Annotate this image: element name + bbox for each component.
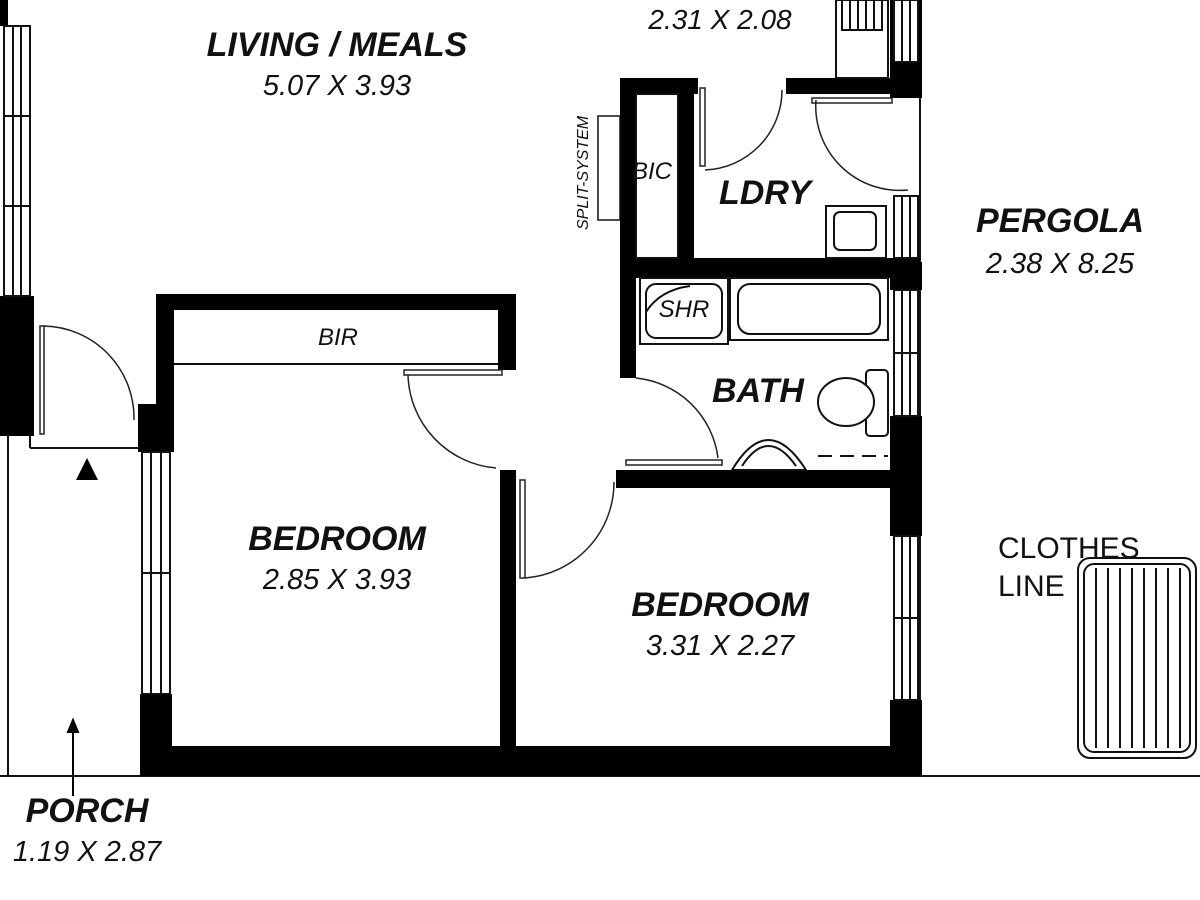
wall-bottom (140, 746, 922, 776)
window-kitchen (893, 0, 919, 63)
fixtures (639, 0, 1197, 759)
door-ldry-left (699, 87, 783, 171)
toilet-icon (817, 369, 889, 437)
door-entry (39, 325, 135, 435)
ldry-name: LDRY (719, 174, 811, 212)
wall-bed2-top (616, 470, 916, 488)
porch-arrow-icon (66, 717, 80, 796)
wall-right-low (890, 416, 922, 536)
door-ldry-right (811, 97, 909, 192)
door-bedroom1 (403, 369, 503, 469)
shower-icon (639, 277, 729, 345)
porch-dim: 1.19 X 2.87 (12, 836, 162, 868)
wall-left-upper (0, 0, 8, 26)
pergola-name: PERGOLA (975, 202, 1145, 240)
window-left (3, 25, 31, 297)
pergola-dim: 2.38 X 8.25 (985, 248, 1135, 280)
window-ldry (893, 195, 919, 259)
robes (174, 93, 679, 365)
wall-bir-right (498, 294, 516, 370)
doors (39, 87, 909, 579)
kitchen-dim: 2.31 X 2.08 (648, 4, 792, 35)
wall-kitchen-bottom (786, 78, 920, 94)
walls (0, 0, 922, 776)
bir-label: BIR (317, 324, 359, 351)
basin-icon (730, 439, 888, 471)
wall-bic-right (678, 78, 694, 266)
bedroom1-name: BEDROOM (248, 520, 426, 558)
bedroom1-dim: 2.85 X 3.93 (262, 564, 412, 596)
wall-ldry-bath (620, 258, 920, 278)
sink-icon (835, 0, 889, 79)
wall-ldry-left (620, 78, 636, 378)
shr-label: SHR (658, 296, 710, 323)
clothes-line-icon (1077, 557, 1197, 759)
windows (3, 0, 919, 701)
bedroom2-dim: 3.31 X 2.27 (645, 630, 795, 662)
split-system-unit (597, 115, 621, 221)
clothesline-label: CLOTHES LINE (998, 532, 1140, 603)
wall-bir-left (156, 294, 174, 452)
bathtub-icon (729, 277, 889, 341)
bath-name: BATH (712, 372, 804, 410)
bic-cupboard (635, 93, 679, 259)
door-bath (625, 377, 723, 466)
porch-name: PORCH (25, 792, 149, 830)
living-dim: 5.07 X 3.93 (262, 70, 412, 102)
living-name: LIVING / MEALS (206, 26, 468, 64)
wall-right-bottom (890, 700, 922, 776)
door-bedroom2 (519, 479, 615, 579)
split-system-label: SPLIT-SYSTEM (575, 115, 592, 230)
bic-label: BIC (631, 158, 673, 185)
wall-bedroom-divider (500, 470, 516, 750)
wall-left-mid (0, 296, 34, 436)
wall-bir-top (156, 294, 516, 310)
entry-arrow-icon (76, 458, 98, 480)
bedroom2-name: BEDROOM (631, 586, 809, 624)
laundry-tub-icon (825, 205, 887, 259)
